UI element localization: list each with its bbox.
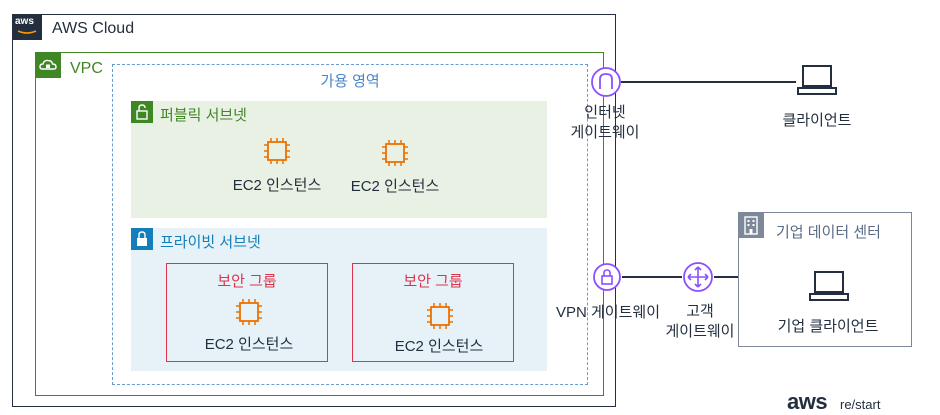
security-group: 보안 그룹	[352, 263, 514, 362]
private-ec2-label: EC2 인스턴스	[394, 338, 484, 355]
aws-cloud-group	[12, 14, 616, 407]
public-subnet-label: 퍼블릭 서브넷	[160, 107, 247, 124]
public-ec2-label: EC2 인스턴스	[350, 178, 440, 195]
vpn-gateway-icon	[592, 262, 622, 292]
private-ec2-label: EC2 인스턴스	[204, 336, 294, 353]
corporate-client-label: 기업 클라이언트	[777, 318, 879, 335]
private-subnet-label: 프라이빗 서브넷	[160, 234, 261, 251]
security-group-label: 보안 그룹	[403, 273, 463, 290]
client-laptop-icon	[796, 62, 838, 100]
building-icon	[738, 212, 764, 238]
availability-zone-group	[112, 64, 588, 385]
restart-brand-label: re/start	[840, 397, 881, 412]
aws-brand-logo: aws	[787, 389, 828, 414]
client-label: 클라이언트	[782, 112, 852, 129]
aws-logo-icon: aws	[12, 14, 42, 40]
vpc-group	[35, 52, 604, 396]
private-subnet-lock-icon	[131, 228, 153, 250]
internet-gateway-icon	[590, 66, 622, 98]
availability-zone-label: 가용 영역	[320, 73, 380, 90]
vpc-cloud-lock-icon	[35, 52, 61, 78]
public-subnet-lock-icon	[131, 101, 153, 123]
ec2-chip-icon	[425, 301, 455, 331]
customer-gateway-label: 고객 게이트웨이	[665, 303, 735, 340]
customer-gateway-icon	[682, 261, 714, 293]
ec2-chip-icon	[262, 136, 292, 166]
internet-gateway-label: 인터넷 게이트웨이	[570, 104, 640, 141]
ec2-chip-icon	[380, 138, 410, 168]
public-subnet-group	[131, 101, 547, 218]
data-center-group	[738, 212, 912, 347]
private-subnet-group	[131, 228, 547, 371]
aws-cloud-label: AWS Cloud	[52, 20, 135, 37]
public-ec2-label: EC2 인스턴스	[232, 177, 322, 194]
vpn-gateway-label: VPN 게이트웨이	[555, 304, 660, 321]
data-center-label: 기업 데이터 센터	[776, 224, 881, 241]
vpc-label: VPC	[70, 60, 103, 77]
corporate-client-laptop-icon	[808, 268, 850, 306]
ec2-chip-icon	[234, 297, 264, 327]
security-group: 보안 그룹	[166, 263, 328, 362]
security-group-label: 보안 그룹	[217, 273, 277, 290]
